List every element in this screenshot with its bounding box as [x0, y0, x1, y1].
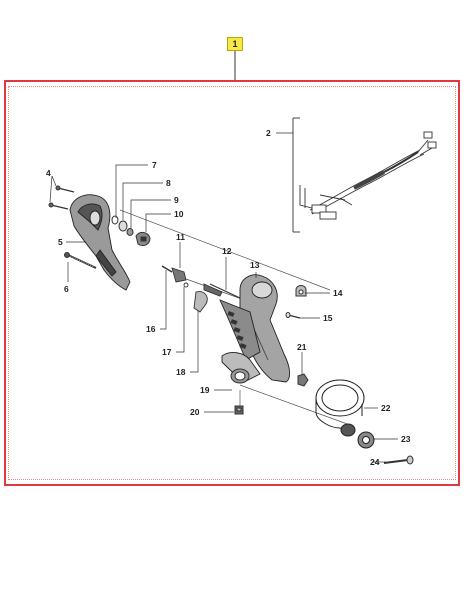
callout-4[interactable]: 4: [46, 168, 51, 178]
callout-21[interactable]: 21: [297, 342, 307, 352]
assembly-number-badge[interactable]: 1: [227, 37, 243, 51]
long-screw[interactable]: [64, 252, 97, 269]
handle-housing[interactable]: [219, 274, 291, 383]
callout-17[interactable]: 17: [162, 347, 172, 357]
square-nut[interactable]: [234, 405, 244, 415]
callout-13[interactable]: 13: [250, 260, 260, 270]
star-washer[interactable]: [357, 431, 375, 449]
callout-2[interactable]: 2: [266, 128, 271, 138]
callout-19[interactable]: 19: [200, 385, 210, 395]
callout-12[interactable]: 12: [222, 246, 232, 256]
callout-7[interactable]: 7: [152, 160, 157, 170]
screw-pair[interactable]: [48, 185, 75, 210]
handle-half-left[interactable]: [69, 194, 131, 291]
callout-22[interactable]: 22: [381, 403, 391, 413]
nut-21[interactable]: [297, 373, 309, 387]
bushing[interactable]: [230, 368, 250, 384]
callout-6[interactable]: 6: [64, 284, 69, 294]
screw-15[interactable]: [285, 312, 301, 319]
washer-nut-set[interactable]: [111, 215, 151, 247]
assembly-frame-inner: [8, 86, 456, 480]
callout-23[interactable]: 23: [401, 434, 411, 444]
callout-9[interactable]: 9: [174, 195, 179, 205]
callout-10[interactable]: 10: [174, 209, 184, 219]
callout-8[interactable]: 8: [166, 178, 171, 188]
callout-14[interactable]: 14: [333, 288, 343, 298]
callout-24[interactable]: 24: [370, 457, 380, 467]
callout-15[interactable]: 15: [323, 313, 333, 323]
tube-clamp[interactable]: [315, 379, 365, 437]
callout-16[interactable]: 16: [146, 324, 156, 334]
leader-lines: [49, 132, 398, 463]
throttle-linkage[interactable]: [161, 265, 241, 313]
callout-20[interactable]: 20: [190, 407, 200, 417]
cable-clip[interactable]: [295, 285, 307, 297]
callout-18[interactable]: 18: [176, 367, 186, 377]
wiring-harness[interactable]: [292, 117, 437, 233]
callout-11[interactable]: 11: [176, 232, 185, 242]
callout-5[interactable]: 5: [58, 237, 63, 247]
bolt-24[interactable]: [383, 455, 414, 465]
assembly-frame: [4, 80, 460, 486]
